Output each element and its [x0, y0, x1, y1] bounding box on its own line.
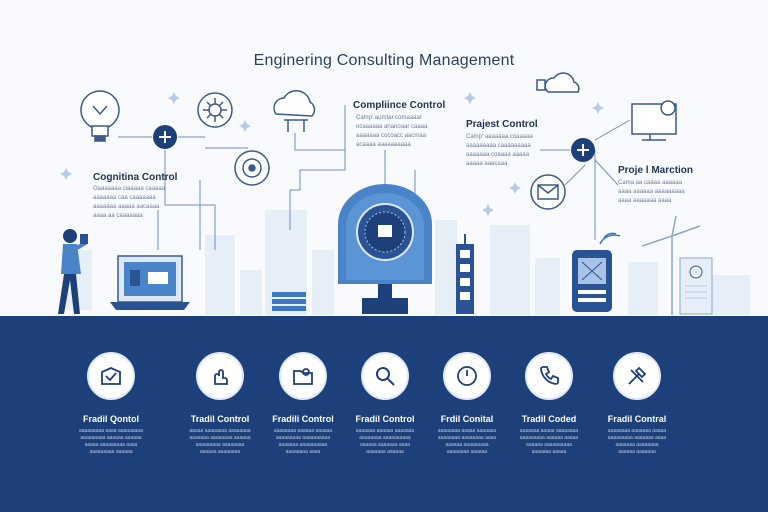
cloud-small-icon: [536, 72, 580, 93]
feature-title: Tradil Coded: [521, 414, 577, 424]
feature-title: Fradili Control: [272, 414, 334, 424]
target-gear-icon: [234, 150, 270, 186]
feature-card-5: Frdil Conital aaaaaaaa aaaaa aaaaaaa aaa…: [412, 352, 522, 456]
phone-device-icon: [572, 232, 621, 312]
cognitive-note: Oaaaaaaa ciaaaaa caaaaa aaaaaaa caa caaa…: [93, 186, 166, 219]
feature-card-6: Tradil Coded aaaaaaa aaaaa aaaaaaaa aaaa…: [494, 352, 604, 456]
laptop-icon: [110, 255, 190, 310]
envelope-icon: [530, 174, 566, 210]
feature-desc: aaaaaaaa aaaaaaa aaaaa aaaaaaaaa aaaaaaa…: [607, 428, 667, 455]
feature-card-2: Tradil Control aaaaa aaaaaaaa aaaaaaaa a…: [165, 352, 275, 456]
tools-icon: [613, 352, 661, 400]
feature-card-7: Fradil Contral aaaaaaaa aaaaaaa aaaaa aa…: [582, 352, 692, 456]
plus-node-icon: [153, 125, 177, 149]
bottom-panel: [0, 316, 768, 512]
feature-desc: aaaaaaaaa aaaa aaaaaaaaa aaaaaaaaa aaaaa…: [79, 428, 143, 455]
monitor-gear-icon: [631, 100, 677, 141]
feature-desc: aaaaa aaaaaaaa aaaaaaaa aaaaaaa aaaaaaaa…: [189, 428, 251, 455]
cognitive-label: Cognitina Control: [93, 172, 178, 183]
feature-title: Fradil Control: [355, 414, 415, 424]
search-icon: [361, 352, 409, 400]
feature-title: Fradil Qontol: [83, 414, 139, 424]
phone-tower-icon: [456, 234, 474, 314]
hand-icon: [196, 352, 244, 400]
feature-title: Frdil Conital: [440, 414, 494, 424]
folder-icon: [279, 352, 327, 400]
project-label: Prajest Control: [466, 119, 538, 130]
page-title: Enginering Consulting Management: [253, 52, 515, 69]
feature-desc: aaaaaaa aaaaa aaaaaaaa aaaaaaaaa aaaaaa …: [519, 428, 579, 455]
engineer-figure: [58, 229, 92, 314]
engineering-scene: [58, 72, 750, 315]
feature-title: Fradil Contral: [607, 414, 667, 424]
tablet-icon: [679, 257, 713, 315]
feature-card-3: Fradili Control aaaaaaaa aaaaaa aaaaaa a…: [248, 352, 358, 456]
lightbulb-icon: [80, 90, 120, 142]
feature-desc: aaaaaaaa aaaaa aaaaaaa aaaaaaaa aaaaaaaa…: [437, 428, 497, 455]
compliance-label: Compliince Control: [353, 100, 446, 111]
feature-card-1: Fradil Qontol aaaaaaaaa aaaa aaaaaaaaa a…: [56, 352, 166, 456]
central-hub: [338, 184, 432, 314]
mention-label: Proje l Marction: [618, 165, 694, 176]
map-icon: [87, 352, 135, 400]
compliance-note: Camp' aumtar comaaaar ocaaaaaa ananoaar …: [356, 115, 428, 148]
wind-turbine-icon: [641, 215, 701, 315]
cloud-icon: [273, 90, 316, 132]
feature-title: Tradil Control: [190, 414, 250, 424]
feature-desc: aaaaaaaa aaaaaa aaaaaa aaaaaaaaa aaaaaaa…: [273, 428, 333, 455]
timer-icon: [443, 352, 491, 400]
phone-icon: [525, 352, 573, 400]
project-note: Camp' aaaaaaa coaaaaa aaaaaaaaa caaaaaaa…: [466, 134, 533, 167]
mention-note: Cama aa caaaa aaaaaa aaaa aaaaaa aaaaaaa…: [618, 180, 685, 204]
feature-card-4: Fradil Control aaaaaaa aaaaaa aaaaaaa aa…: [330, 352, 440, 456]
feature-desc: aaaaaaa aaaaaa aaaaaaa aaaaaaaa aaaaaaaa…: [355, 428, 415, 455]
gear-icon: [197, 92, 233, 128]
plus-node-right-icon: [571, 138, 595, 162]
